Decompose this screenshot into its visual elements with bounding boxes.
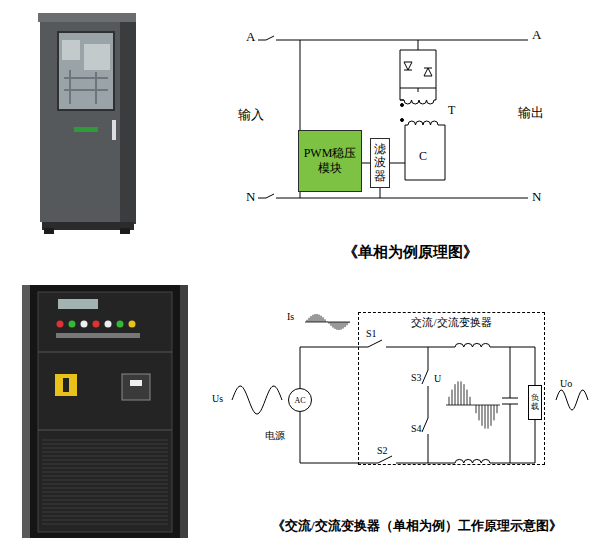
figure-title: 《单相为例原理图》 [343, 244, 478, 261]
filter-box: 滤波器 [370, 138, 390, 188]
signal-label: A [532, 28, 541, 42]
signal-label: N [246, 190, 255, 204]
node-text: 滤波器 [374, 143, 386, 183]
ac-source-circle: AC电源 [288, 388, 312, 412]
pwm-module-box: PWM稳压模块 [298, 130, 362, 192]
regulator-schematic [258, 36, 528, 198]
converter-schematic [232, 314, 588, 463]
wire-connector [300, 347, 358, 388]
signal-label: S4 [411, 423, 422, 434]
signal-label: S2 [377, 445, 388, 456]
signal-label: A [246, 30, 255, 44]
signal-label: Is [287, 311, 294, 322]
node-text: 交流/交流变换器 [359, 315, 544, 330]
signal-label: Us [212, 393, 223, 404]
signal-label: 输出 [518, 106, 544, 120]
node-text: AC [294, 396, 305, 405]
signal-label: C [419, 150, 427, 163]
node-text: 负载 [531, 394, 539, 412]
figure-caption: 《交流/交流变换器（单相为例）工作原理示意图》 [272, 517, 562, 535]
signal-label: S3 [411, 372, 422, 383]
signal-label: U [434, 373, 441, 384]
signal-label: Uo [560, 378, 572, 389]
cabinet-photo [22, 285, 188, 538]
signal-label: 输入 [238, 108, 264, 122]
signal-label: T [448, 104, 455, 117]
cabinet-photo [38, 13, 136, 234]
load-box: 负载 [528, 385, 542, 420]
converter-dashed-box: 交流/交流变换器负载 [358, 312, 545, 465]
signal-label: N [532, 190, 541, 204]
node-text: 电源 [265, 429, 285, 443]
wire-connector [362, 163, 370, 164]
node-text: PWM稳压模块 [302, 146, 358, 176]
signal-label: S1 [366, 328, 377, 339]
